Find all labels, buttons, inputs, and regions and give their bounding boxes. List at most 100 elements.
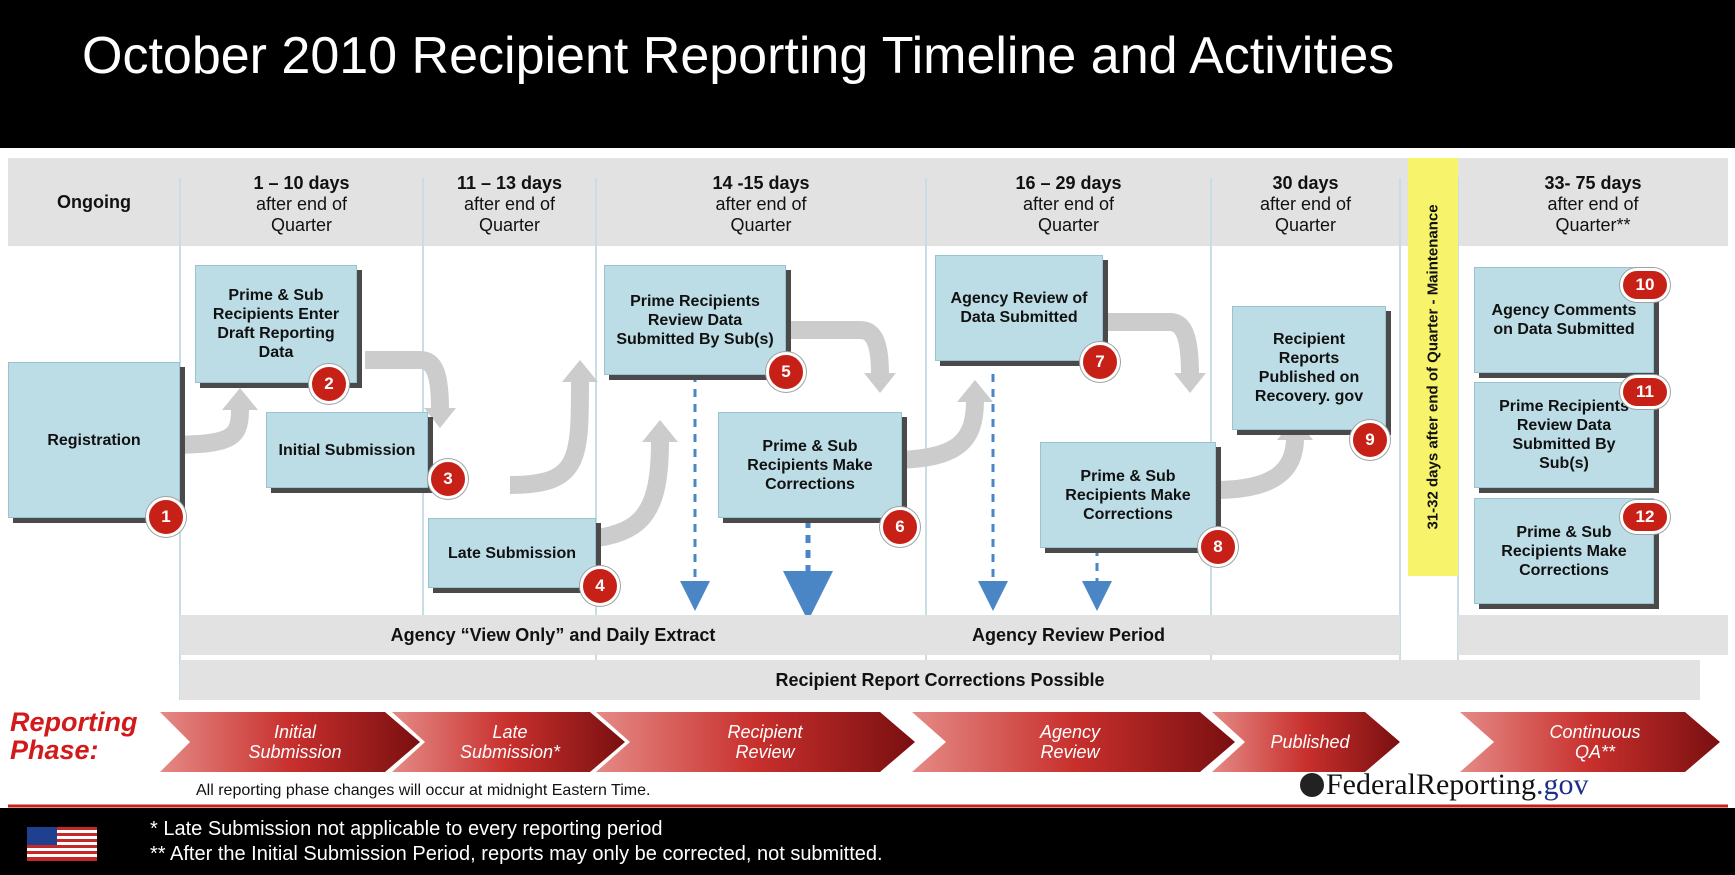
phase-line: Review <box>1040 742 1100 762</box>
header-33-75-days: 33- 75 days after end of Quarter** <box>1458 173 1728 236</box>
phase-line: Review <box>735 742 795 762</box>
brand-tld: .gov <box>1535 768 1589 801</box>
header-line: Ongoing <box>57 192 131 212</box>
phase-published: Published <box>1250 732 1370 752</box>
dashed-arrows <box>680 374 1112 621</box>
phase-continuous-qa: Continuous QA** <box>1500 722 1690 762</box>
activity-label: Prime & Sub Recipients Enter Draft Repor… <box>212 287 340 361</box>
header-line: Quarter <box>270 215 333 235</box>
step-badge-3: 3 <box>428 459 468 499</box>
phase-chevron-agency-review <box>912 712 1235 772</box>
phase-chevron-recipient-review <box>596 712 915 772</box>
title-bar: October 2010 Recipient Reporting Timelin… <box>0 0 1735 148</box>
band-view-only: Agency “View Only” and Daily Extract <box>180 615 926 655</box>
flow-arrow-7-8 <box>1085 313 1199 376</box>
header-line: Quarter <box>730 215 792 235</box>
phase-line: Initial <box>273 722 317 742</box>
header-line: Quarter <box>1274 215 1337 235</box>
phase-chevron-published <box>1212 712 1400 772</box>
flow-arrow-1-2 <box>159 409 249 454</box>
header-14-15-days: 14 -15 days after end of Quarter <box>596 173 926 236</box>
activity-label: Late Submission <box>447 544 577 562</box>
header-line: Quarter** <box>1555 215 1631 235</box>
phase-agency-review: Agency Review <box>960 722 1180 762</box>
step-badge-10: 10 <box>1620 268 1670 302</box>
header-16-29-days: 16 – 29 days after end of Quarter <box>926 173 1211 236</box>
header-range: 30 days <box>1272 173 1339 193</box>
band-review-period: Agency Review Period <box>926 615 1211 655</box>
phase-recipient-review: Recipient Review <box>650 722 880 762</box>
phase-line: Late <box>492 722 528 742</box>
flow-arrow-8-9 <box>1214 437 1304 499</box>
header-line: Quarter <box>478 215 541 235</box>
activity-box-published: Recipient Reports Published on Recovery.… <box>1232 306 1386 430</box>
header-line: after end of <box>1547 194 1639 214</box>
band-qa-extension <box>1458 615 1728 655</box>
footer: * Late Submission not applicable to ever… <box>0 808 1735 875</box>
flow-arrowheads <box>222 360 1313 442</box>
step-badge-11: 11 <box>1620 375 1670 409</box>
header-ongoing: Ongoing <box>8 192 180 213</box>
flow-arrows <box>159 313 1304 549</box>
band-review-extension <box>1211 615 1400 655</box>
phase-line: Submission* <box>459 742 561 762</box>
activity-label: Registration <box>47 431 141 449</box>
phase-line: Recipient <box>727 722 803 742</box>
flow-arrow-2-3 <box>365 351 449 411</box>
brand-name: FederalReporting <box>1326 768 1536 801</box>
step-badge-12: 12 <box>1620 500 1670 534</box>
activity-box-enter-draft: Prime & Sub Recipients Enter Draft Repor… <box>195 265 357 383</box>
activity-label: Prime & Sub Recipients Make Corrections <box>747 437 873 493</box>
phase-chevrons <box>160 712 1720 772</box>
activity-box-initial-submission: Initial Submission <box>266 412 428 488</box>
band-corrections: Recipient Report Corrections Possible <box>180 660 1700 700</box>
header-line: after end of <box>1022 194 1115 214</box>
header-30-days: 30 days after end of Quarter <box>1211 173 1400 236</box>
step-badge-8: 8 <box>1198 527 1238 567</box>
header-line: after end of <box>715 194 807 214</box>
step-badge-4: 4 <box>580 566 620 606</box>
activity-label: Initial Submission <box>278 441 416 459</box>
maintenance-column: 31-32 days after end of Quarter - Mainte… <box>1408 158 1458 576</box>
phase-chevron-initial <box>160 712 420 772</box>
phase-initial: Initial Submission <box>205 722 385 762</box>
activity-label: Prime & Sub Recipients Make Corrections <box>1501 523 1627 579</box>
header-line: Quarter <box>1037 215 1100 235</box>
phase-line: Published <box>1270 732 1350 752</box>
activity-box-corrections-6: Prime & Sub Recipients Make Corrections <box>718 412 902 518</box>
activity-box-corrections-8: Prime & Sub Recipients Make Corrections <box>1040 442 1216 548</box>
header-range: 14 -15 days <box>712 173 810 193</box>
phase-line: Submission <box>248 742 342 762</box>
phase-line: QA** <box>1574 742 1616 762</box>
header-line: after end of <box>1259 194 1352 214</box>
phase-line: Continuous <box>1549 722 1641 742</box>
column-dividers <box>179 178 1459 700</box>
phase-chevron-late <box>392 712 625 772</box>
federal-reporting-logo: FederalReporting.gov <box>1300 768 1588 802</box>
header-range: 11 – 13 days <box>456 173 563 193</box>
activity-box-registration: Registration <box>8 362 180 518</box>
phase-chevron-continuous-qa <box>1460 712 1720 772</box>
activity-box-prime-review: Prime Recipients Review Data Submitted B… <box>604 265 786 375</box>
header-line: after end of <box>255 194 348 214</box>
header-11-13-days: 11 – 13 days after end of Quarter <box>423 173 596 236</box>
header-1-10-days: 1 – 10 days after end of Quarter <box>180 173 423 236</box>
phase-label: Reporting Phase: <box>10 707 138 765</box>
activity-box-agency-review: Agency Review of Data Submitted <box>935 255 1103 361</box>
phase-line: Agency <box>1039 722 1101 742</box>
activity-label: Recipient Reports Published on Recovery.… <box>1254 331 1364 405</box>
step-badge-1: 1 <box>146 497 186 537</box>
header-range: 33- 75 days <box>1544 173 1642 193</box>
step-badge-9: 9 <box>1350 420 1390 460</box>
flow-arrow-5-6 <box>790 321 889 376</box>
activity-label: Agency Review of Data Submitted <box>950 290 1088 326</box>
phase-change-note: All reporting phase changes will occur a… <box>196 782 651 799</box>
footnote-corrections: ** After the Initial Submission Period, … <box>150 843 883 865</box>
phase-late: Late Submission* <box>430 722 590 762</box>
step-badge-5: 5 <box>766 352 806 392</box>
header-range: 16 – 29 days <box>1015 173 1122 193</box>
activity-label: Agency Comments on Data Submitted <box>1491 302 1637 338</box>
activity-label: Prime Recipients Review Data Submitted B… <box>1499 398 1629 472</box>
us-flag-icon <box>27 827 97 861</box>
activity-box-late-submission: Late Submission <box>428 518 596 588</box>
